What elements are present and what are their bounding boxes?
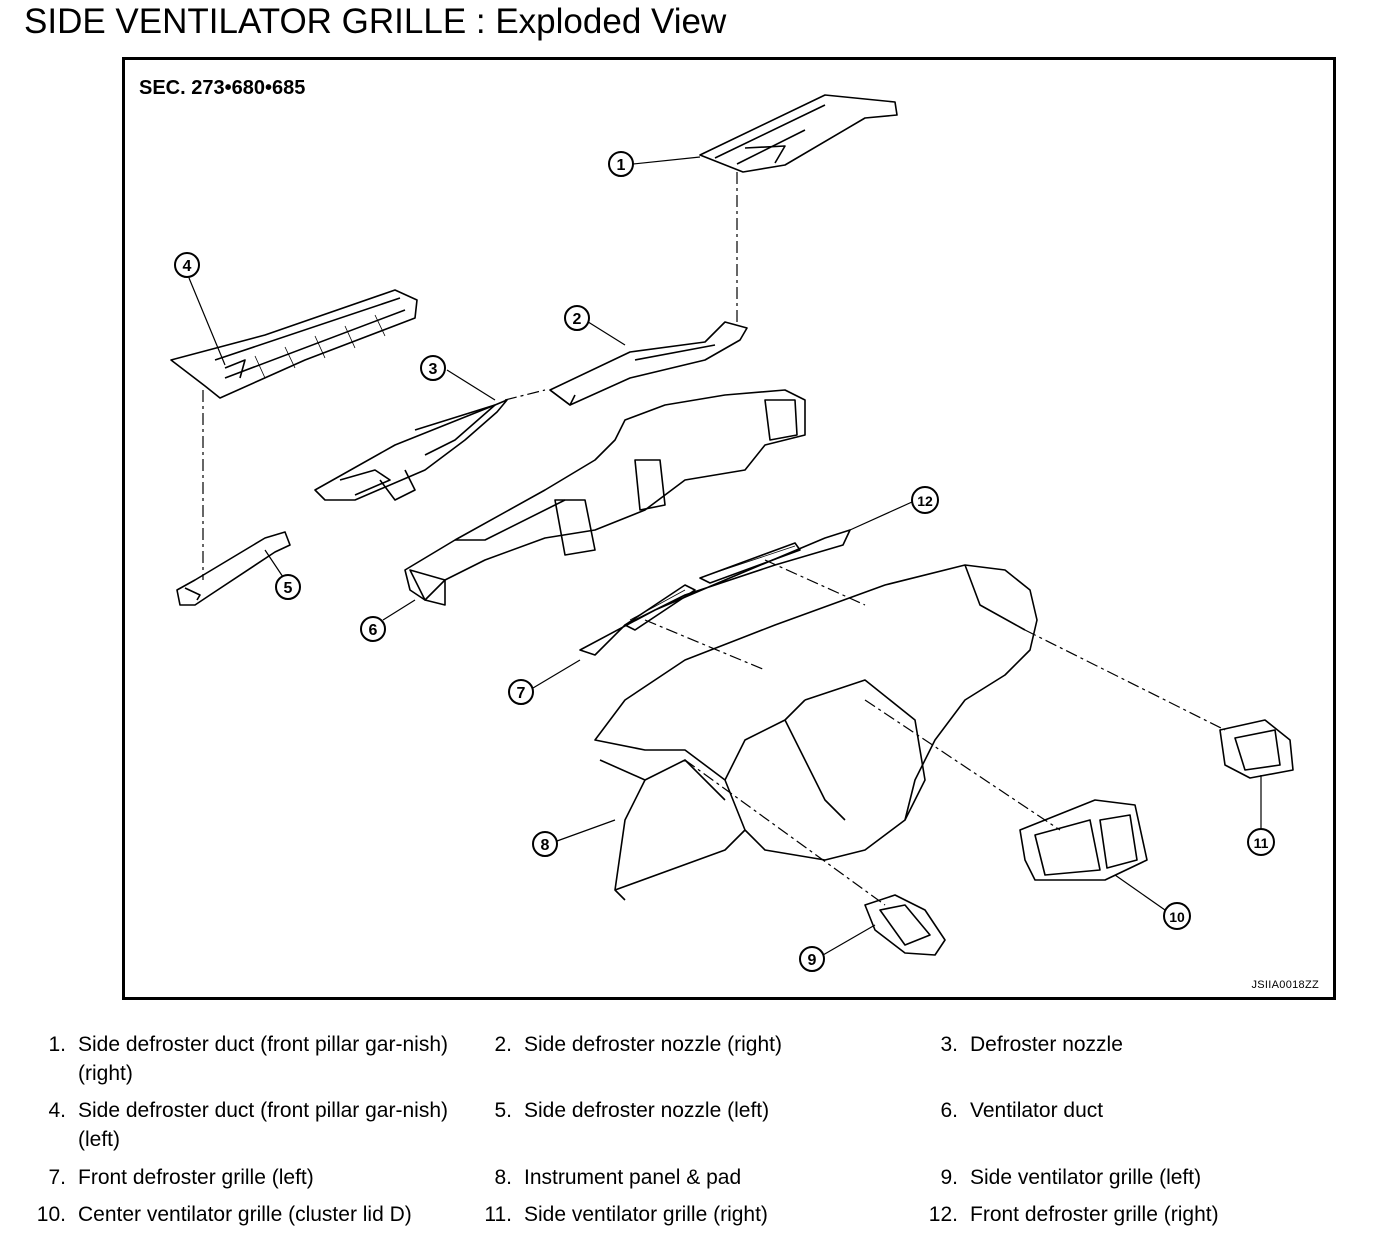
callout-9: 9 [799, 946, 825, 972]
part-side-defroster-duct-right [699, 94, 898, 173]
svg-text:8: 8 [541, 837, 550, 854]
exploded-view-drawing: 1 2 3 4 5 6 7 8 9 10 11 12 [170, 94, 1294, 972]
figure-code: JSIIA0018ZZ [1251, 979, 1319, 991]
callout-6: 6 [360, 616, 386, 642]
callout-5: 5 [275, 574, 301, 600]
part-side-defroster-duct-left [170, 289, 418, 399]
callout-2: 2 [564, 305, 590, 331]
svg-text:11: 11 [1254, 835, 1269, 851]
part-center-ventilator-grille [1019, 799, 1148, 881]
svg-text:7: 7 [517, 685, 526, 702]
part-side-ventilator-grille-left [864, 894, 946, 956]
callout-10: 10 [1163, 902, 1191, 930]
callout-7: 7 [508, 679, 534, 705]
part-side-ventilator-grille-right [1219, 719, 1294, 779]
svg-text:4: 4 [183, 258, 192, 275]
part-instrument-panel-and-pad [594, 564, 1038, 901]
svg-text:1: 1 [617, 157, 626, 174]
svg-text:2: 2 [573, 311, 582, 328]
svg-text:6: 6 [369, 622, 378, 639]
callout-8: 8 [532, 831, 558, 857]
page-title: SIDE VENTILATOR GRILLE : Exploded View [24, 2, 727, 41]
callout-11: 11 [1247, 828, 1275, 856]
callout-3: 3 [420, 355, 446, 381]
svg-text:10: 10 [1169, 909, 1185, 925]
svg-text:3: 3 [429, 361, 438, 378]
part-side-defroster-nozzle-left [176, 531, 291, 606]
section-label: SEC. 273•680•685 [139, 77, 306, 99]
svg-text:9: 9 [808, 952, 817, 969]
exploded-view-figure: SEC. 273•680•685 [122, 57, 1336, 1000]
callout-4: 4 [174, 252, 200, 278]
callout-1: 1 [608, 151, 634, 177]
part-front-defroster-grille [579, 529, 851, 656]
callout-12: 12 [911, 486, 939, 514]
part-defroster-nozzle [314, 399, 508, 501]
svg-text:5: 5 [284, 580, 293, 597]
part-side-defroster-nozzle-right [549, 321, 748, 406]
part-ventilator-duct [404, 389, 806, 606]
svg-text:12: 12 [917, 493, 933, 509]
